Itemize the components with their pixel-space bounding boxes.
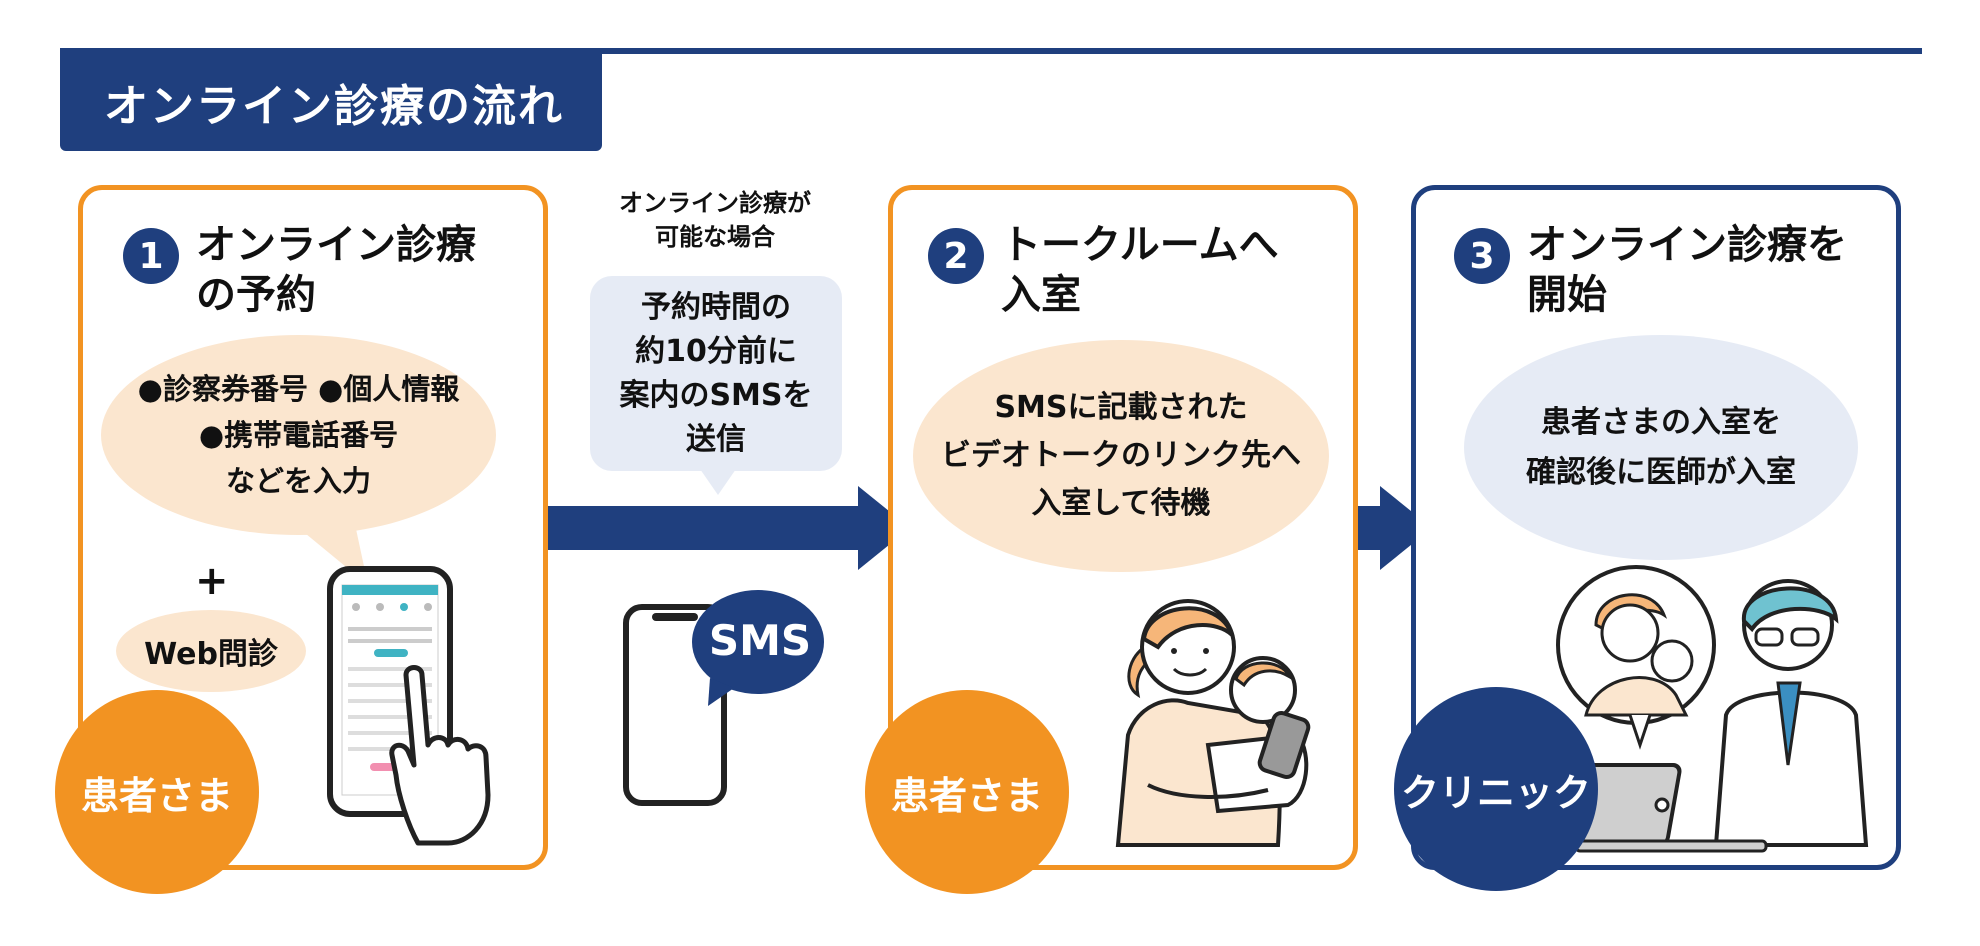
sms-note-tail <box>700 469 736 495</box>
role-badge-patient-2: 患者さま <box>865 690 1069 894</box>
sms-bubble-icon <box>692 590 824 706</box>
role-badge-clinic: クリニック <box>1394 687 1598 891</box>
plus-sign: + <box>195 558 229 604</box>
doctor-laptop-icon <box>1545 565 1869 853</box>
step-card-1: 1 オンライン診療 の予約 ●診察券番号 ●個人情報 ●携帯電話番号 などを入力… <box>55 185 548 894</box>
role-badge-patient-1: 患者さま <box>55 690 259 894</box>
step-title-3: オンライン診療を 開始 <box>1527 222 1847 318</box>
step-bubble-1: ●診察券番号 ●個人情報 ●携帯電話番号 などを入力 <box>101 335 496 535</box>
web-questionnaire-bubble: Web問診 <box>116 610 306 692</box>
step-number-3: 3 <box>1454 228 1510 284</box>
flow-arrow-2-bar <box>1358 506 1380 550</box>
step-title-1: オンライン診療 の予約 <box>196 222 476 318</box>
hand-pointer-icon <box>389 665 491 846</box>
condition-label: オンライン診療が 可能な場合 <box>619 189 811 251</box>
page-title: オンライン診療の流れ <box>104 81 564 132</box>
header-tab <box>60 48 602 151</box>
step-card-2: 2 トークルームへ 入室 SMSに記載された ビデオトークのリンク先へ 入室して… <box>865 185 1358 894</box>
step-title-2: トークルームへ 入室 <box>1001 222 1279 318</box>
step-number-1: 1 <box>123 228 179 284</box>
flow-arrow-1-bar <box>548 506 870 550</box>
step-number-2: 2 <box>928 228 984 284</box>
step-bubble-2: SMSに記載された ビデオトークのリンク先へ 入室して待機 <box>913 340 1329 572</box>
sms-label: SMS <box>708 616 812 665</box>
step-card-3: 3 オンライン診療を 開始 患者さまの入室を 確認後に医師が入室 クリニック <box>1394 185 1901 891</box>
sms-note-box: 予約時間の 約10分前に 案内のSMSを 送信 <box>590 276 842 471</box>
mother-baby-icon <box>1115 599 1311 847</box>
step-bubble-3: 患者さまの入室を 確認後に医師が入室 <box>1464 335 1858 560</box>
header-rule <box>60 48 1922 54</box>
